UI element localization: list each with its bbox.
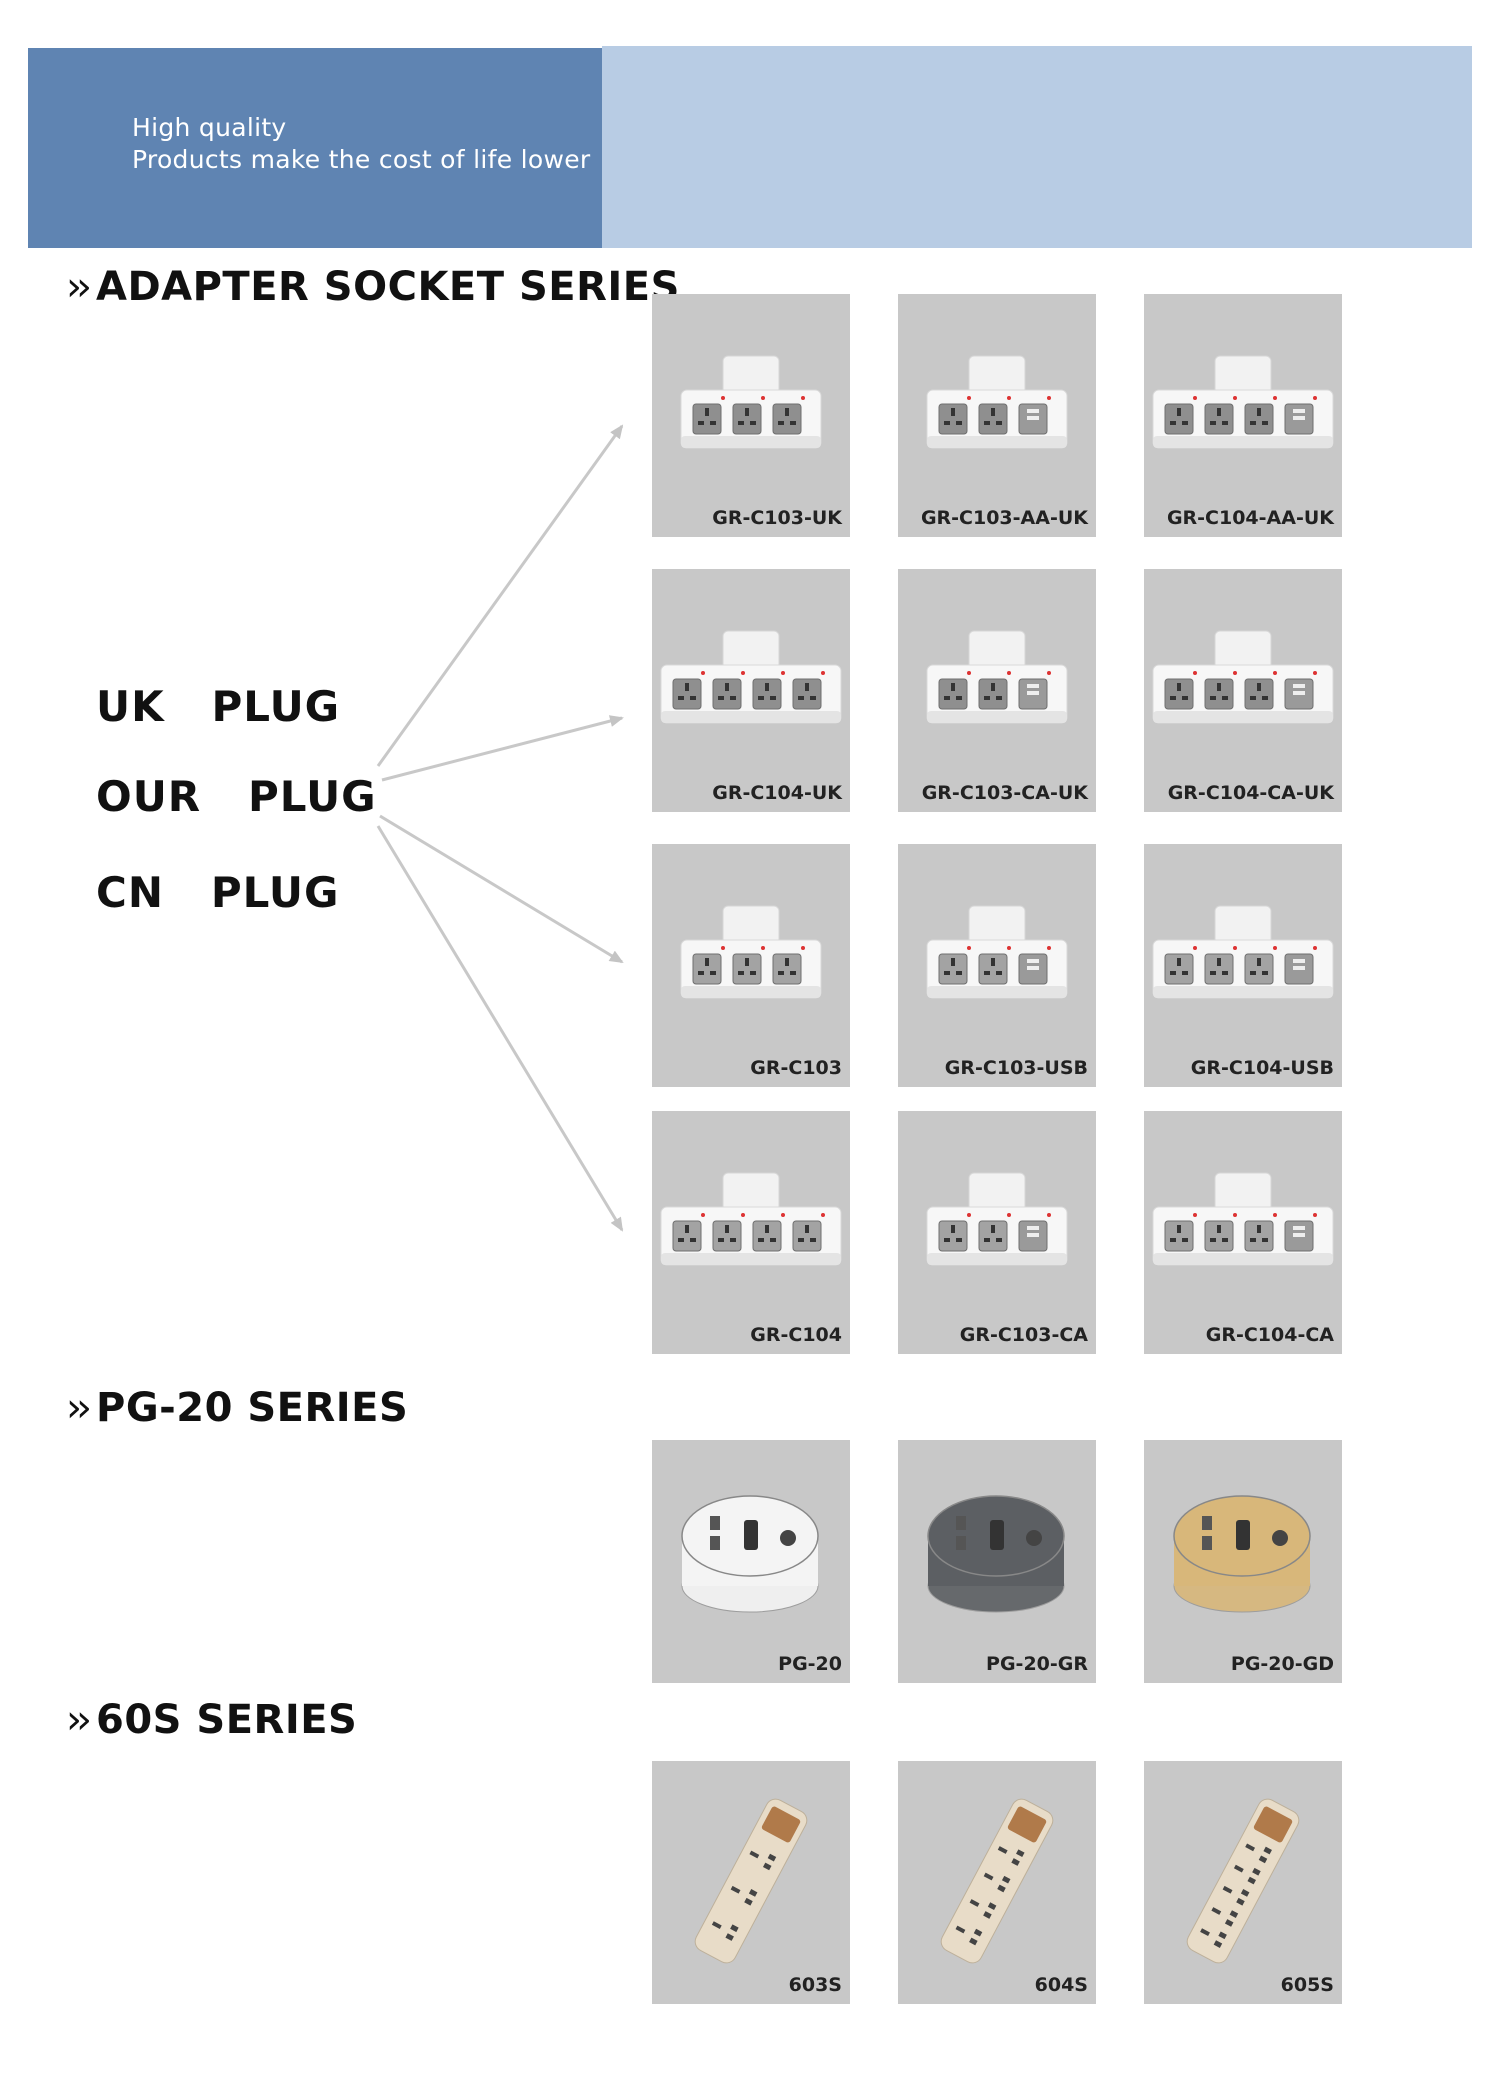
product-image [680, 905, 822, 999]
plug-label-our: OUR PLUG [96, 772, 377, 821]
product-label: PG-20-GD [1230, 1653, 1334, 1675]
product-label: GR-C104 [750, 1324, 842, 1346]
product-label: GR-C103 [750, 1057, 842, 1079]
banner-left-panel [28, 48, 602, 248]
adapter-product-card: GR-C103 [652, 844, 850, 1087]
adapter-product-card: GR-C104 [652, 1111, 850, 1354]
product-image [926, 630, 1068, 724]
60s-product-card: 603S [652, 1761, 850, 2004]
product-image [660, 630, 842, 724]
pg20-product-card: PG-20-GD [1144, 1440, 1342, 1683]
section-title-pg20-text: PG-20 SERIES [96, 1385, 409, 1431]
product-label: GR-C103-USB [944, 1057, 1088, 1079]
section-title-60s: ››60S SERIES [66, 1697, 357, 1743]
product-image [926, 905, 1068, 999]
product-image [681, 1495, 819, 1613]
product-image [926, 355, 1068, 449]
product-label: GR-C104-UK [712, 782, 842, 804]
adapter-product-card: GR-C103-AA-UK [898, 294, 1096, 537]
product-label: GR-C104-AA-UK [1166, 507, 1334, 529]
plug-label-cn: CN PLUG [96, 868, 340, 917]
tagline-line-2: Products make the cost of life lower [132, 145, 591, 174]
product-image [680, 355, 822, 449]
product-label: GR-C104-CA [1205, 1324, 1334, 1346]
arrow-to-row-1 [376, 424, 624, 767]
banner-right-panel [602, 46, 1472, 248]
adapter-product-card: GR-C104-UK [652, 569, 850, 812]
product-image [660, 1172, 842, 1266]
product-label: 605S [1280, 1974, 1334, 1996]
section-title-60s-text: 60S SERIES [96, 1697, 358, 1743]
product-label: 603S [788, 1974, 842, 1996]
plug-label-uk: UK PLUG [96, 682, 341, 731]
product-label: GR-C103-AA-UK [920, 507, 1088, 529]
product-label: GR-C103-CA-UK [921, 782, 1088, 804]
section-title-adapter: ››ADAPTER SOCKET SERIES [66, 264, 680, 310]
product-image [927, 1495, 1065, 1613]
product-label: PG-20 [778, 1653, 842, 1675]
adapter-product-card: GR-C103-CA [898, 1111, 1096, 1354]
section-title-pg20: ››PG-20 SERIES [66, 1385, 408, 1431]
arrow-to-row-4 [376, 825, 624, 1232]
adapter-product-card: GR-C103-CA-UK [898, 569, 1096, 812]
product-image [1152, 355, 1334, 449]
product-label: GR-C103-CA [959, 1324, 1088, 1346]
arrow-to-row-3 [379, 814, 624, 964]
pg20-product-card: PG-20 [652, 1440, 850, 1683]
chevron-icon: ›› [66, 1385, 92, 1431]
product-image [1173, 1495, 1311, 1613]
product-label: GR-C104-CA-UK [1167, 782, 1334, 804]
product-image [940, 1798, 1054, 1964]
product-image [1152, 905, 1334, 999]
product-image [1152, 630, 1334, 724]
adapter-product-card: GR-C103-USB [898, 844, 1096, 1087]
banner-tagline: High quality Products make the cost of l… [132, 112, 590, 176]
pg20-product-card: PG-20-GR [898, 1440, 1096, 1683]
product-image [926, 1172, 1068, 1266]
section-title-adapter-text: ADAPTER SOCKET SERIES [96, 264, 680, 310]
product-label: 604S [1034, 1974, 1088, 1996]
chevron-icon: ›› [66, 1697, 92, 1743]
adapter-product-card: GR-C104-AA-UK [1144, 294, 1342, 537]
60s-product-card: 605S [1144, 1761, 1342, 2004]
60s-product-card: 604S [898, 1761, 1096, 2004]
product-image [694, 1798, 808, 1964]
adapter-product-card: GR-C103-UK [652, 294, 850, 537]
tagline-line-1: High quality [132, 113, 287, 142]
adapter-product-card: GR-C104-CA-UK [1144, 569, 1342, 812]
adapter-product-card: GR-C104-CA [1144, 1111, 1342, 1354]
product-label: GR-C104-USB [1190, 1057, 1334, 1079]
product-label: GR-C103-UK [712, 507, 842, 529]
product-image [1186, 1798, 1300, 1964]
arrow-to-row-2 [381, 715, 624, 782]
product-label: PG-20-GR [986, 1653, 1088, 1675]
product-image [1152, 1172, 1334, 1266]
adapter-product-card: GR-C104-USB [1144, 844, 1342, 1087]
